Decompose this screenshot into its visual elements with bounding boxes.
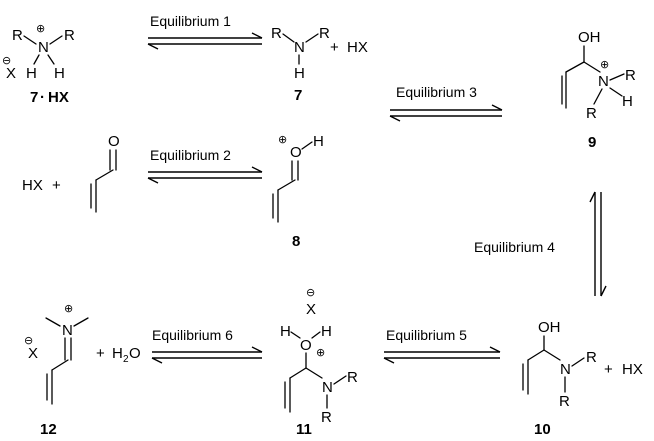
positive-charge: ⊕ (278, 134, 287, 146)
atom-r: R (625, 67, 636, 84)
atom-n: N (38, 39, 49, 56)
compound-label-12: 12 (40, 421, 57, 438)
compound-label-11: 11 (296, 421, 312, 438)
atom-r: R (319, 25, 330, 42)
compound-12-structure: ⊕ N X ⊖ (24, 303, 89, 405)
atom-oh: OH (578, 29, 601, 46)
negative-charge: ⊖ (24, 335, 33, 347)
atom-o: O (300, 337, 312, 354)
atom-n: N (598, 73, 609, 90)
equilibrium-6-label: Equilibrium 6 (152, 327, 233, 343)
atom-n: N (322, 379, 333, 396)
reagent-hx: HX (22, 177, 43, 194)
water-subscript: 2 (123, 354, 129, 365)
positive-charge: ⊕ (64, 303, 73, 315)
atom-r: R (347, 369, 358, 386)
equilibrium-4-label: Equilibrium 4 (474, 239, 555, 255)
atom-h: H (313, 133, 324, 150)
atom-h: H (321, 323, 332, 340)
equilibrium-4-arrows (589, 191, 607, 297)
water-o: O (129, 345, 141, 362)
atom-n: N (294, 39, 305, 56)
atom-o: O (108, 133, 120, 150)
equilibrium-3-label: Equilibrium 3 (396, 84, 477, 100)
atom-h: H (294, 65, 305, 82)
plus-sign: + (52, 177, 61, 194)
atom-x: X (28, 345, 38, 362)
compound-label-10: 10 (534, 421, 551, 438)
atom-n: N (560, 361, 571, 378)
atom-r: R (64, 27, 75, 44)
water-h: H (112, 345, 123, 362)
atom-oh: OH (538, 319, 561, 336)
compound-label-9: 9 (588, 134, 596, 151)
equilibrium-3-arrows (389, 104, 503, 122)
compound-10-structure: OH N R R (522, 319, 597, 410)
compound-label-8: 8 (292, 233, 300, 250)
negative-charge: ⊖ (306, 287, 315, 299)
positive-charge: ⊕ (316, 347, 325, 359)
equilibrium-2-arrows (147, 166, 263, 184)
compound-9-structure: OH N ⊕ R H R (561, 29, 636, 122)
reagent-hx: HX (622, 361, 643, 378)
acrolein-structure: O (90, 133, 120, 213)
positive-charge: ⊕ (36, 23, 45, 35)
equilibrium-5-arrows (383, 346, 501, 364)
compound-label-7hx-number: 7 (30, 89, 38, 106)
atom-h: H (54, 65, 65, 82)
atom-r: R (586, 349, 597, 366)
atom-o: O (290, 144, 302, 161)
atom-h: H (280, 323, 291, 340)
compound-8-structure: ⊕ O H (272, 133, 324, 223)
atom-x: X (6, 65, 16, 82)
plus-sign: + (96, 345, 105, 362)
atom-h: H (622, 93, 633, 110)
equilibrium-5-label: Equilibrium 5 (386, 327, 467, 343)
compound-11-structure: ⊖ X H O ⊕ H N R R (280, 287, 358, 426)
plus-sign: + (604, 361, 613, 378)
equilibrium-1-arrows (147, 32, 263, 50)
plus-sign: + (330, 39, 339, 56)
atom-h: H (26, 65, 37, 82)
compound-7hx-structure: R N ⊕ R H H X ⊖ (2, 23, 75, 82)
atom-n: N (62, 322, 73, 339)
atom-r: R (271, 25, 282, 42)
atom-x: X (306, 301, 316, 318)
atom-r: R (321, 409, 332, 426)
compound-label-7hx-dot: · (40, 89, 45, 106)
compound-7-structure: R N R H (271, 25, 330, 82)
equilibrium-2-label: Equilibrium 2 (150, 147, 231, 163)
compound-label-7hx-hx: HX (48, 89, 69, 106)
compound-label-7: 7 (294, 87, 302, 104)
negative-charge: ⊖ (2, 55, 11, 67)
reagent-hx: HX (347, 39, 368, 56)
equilibrium-1-label: Equilibrium 1 (150, 13, 231, 29)
equilibrium-6-arrows (151, 346, 263, 364)
atom-r: R (12, 27, 23, 44)
atom-r: R (559, 393, 570, 410)
positive-charge: ⊕ (600, 59, 609, 71)
atom-r: R (586, 105, 597, 122)
